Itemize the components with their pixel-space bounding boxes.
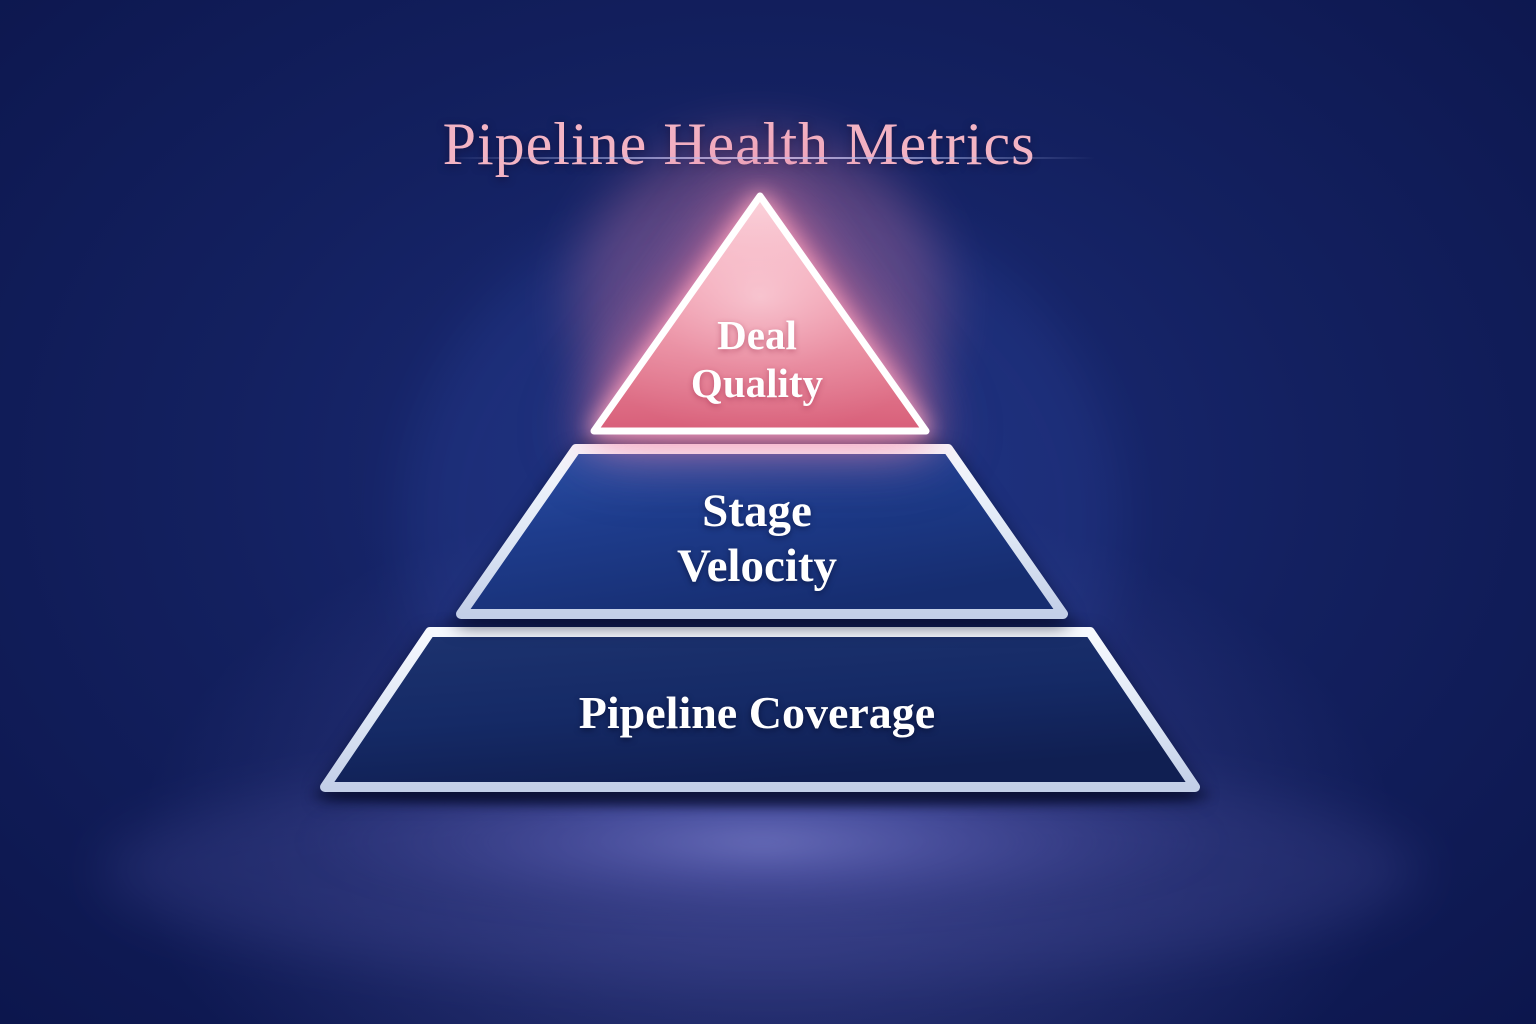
label-deal-quality: Deal Quality — [691, 312, 823, 407]
page-title: Pipeline Health Metrics — [442, 111, 1036, 178]
label-stage-velocity-line2: Velocity — [676, 539, 838, 592]
label-pipeline-coverage: Pipeline Coverage — [579, 686, 935, 739]
floor-glow-wide — [102, 760, 1422, 980]
tier-deal-quality — [590, 192, 930, 435]
label-deal-quality-line1: Deal — [717, 312, 797, 358]
label-stage-velocity: Stage Velocity — [677, 484, 837, 593]
tier-stage-velocity — [456, 444, 1068, 619]
label-pipeline-coverage-line1: Pipeline Coverage — [578, 687, 936, 738]
label-stage-velocity-line1: Stage — [702, 485, 812, 537]
title-underline — [445, 157, 1095, 159]
label-deal-quality-line2: Quality — [690, 359, 824, 406]
tier-pipeline-coverage — [320, 627, 1200, 792]
